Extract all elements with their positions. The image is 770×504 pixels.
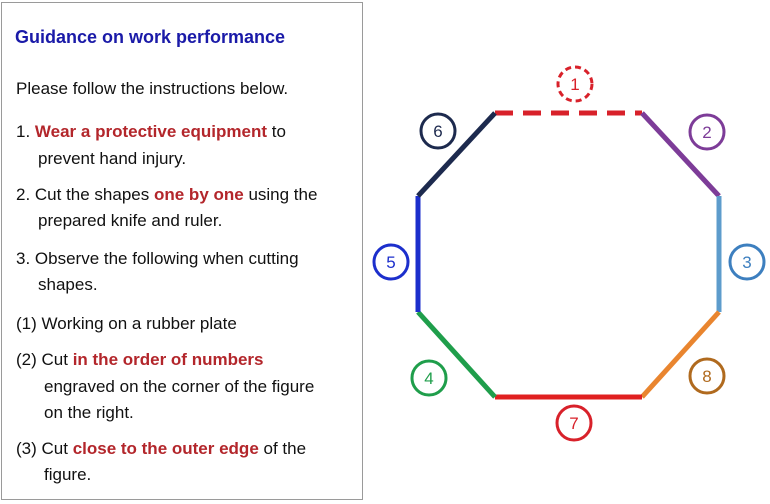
edge-4 <box>416 310 497 399</box>
edge-label-2: 2 <box>702 123 711 142</box>
sub-2-line-2: engraved on the corner of the figure <box>44 377 315 396</box>
edge-label-3: 3 <box>742 253 751 272</box>
sub-3-text-a: (3) Cut <box>16 439 73 458</box>
step-2-text-a: 2. Cut the shapes <box>16 185 154 204</box>
edge-label-8: 8 <box>702 367 711 386</box>
page-title: Guidance on work performance <box>15 27 286 47</box>
edge-6 <box>416 111 497 198</box>
sub-3-highlight: close to the outer edge <box>72 439 259 458</box>
edge-label-circle-1 <box>556 65 594 103</box>
sub-2-line-1: (2) Cut in the order of numbers <box>16 350 263 370</box>
step-2-line-2: prepared knife and ruler. <box>38 211 223 230</box>
step-3-line-1: 3. Observe the following when cutting <box>16 249 299 268</box>
step-3-line-2: shapes. <box>38 275 98 294</box>
step-1-line-2: prevent hand injury. <box>38 149 187 168</box>
sub-2-highlight: in the order of numbers <box>72 350 264 369</box>
edge-label-circle-4 <box>410 359 448 397</box>
step-1-number: 1. <box>16 122 35 141</box>
edge-label-5: 5 <box>386 253 395 272</box>
edge-label-circle-3 <box>728 243 766 281</box>
edge-label-7: 7 <box>569 414 578 433</box>
step-1-text: to <box>267 122 286 141</box>
step-2-highlight: one by one <box>153 185 244 204</box>
edge-8 <box>640 310 721 399</box>
sub-3-line-1: (3) Cut close to the outer edge of the <box>16 439 306 459</box>
edge-label-1: 1 <box>570 75 579 94</box>
instructions-panel: Guidance on work performance Please foll… <box>1 2 363 500</box>
edge-label-circle-8 <box>688 357 726 395</box>
sub-2-text-a: (2) Cut <box>16 350 73 369</box>
edge-label-6: 6 <box>433 122 442 141</box>
edge-label-circle-7 <box>555 404 593 442</box>
step-2-text-b: using the <box>243 185 318 204</box>
step-1-line-1: 1. Wear a protective equipment to <box>16 122 286 142</box>
edge-label-circle-2 <box>688 113 726 151</box>
edge-label-4: 4 <box>424 369 433 388</box>
step-1-highlight: Wear a protective equipment <box>34 122 267 141</box>
octagon-cutting-diagram: 1 2 3 8 7 4 5 6 <box>372 65 766 442</box>
step-2-line-1: 2. Cut the shapes one by one using the <box>16 185 317 205</box>
sub-2-line-3: on the right. <box>44 403 134 422</box>
edge-2 <box>640 111 721 198</box>
sub-3-line-2: figure. <box>44 465 92 484</box>
intro-text: Please follow the instructions below. <box>16 79 289 98</box>
sub-3-text-b: of the <box>258 439 307 458</box>
edge-label-circle-5 <box>372 243 410 281</box>
edge-label-circle-6 <box>419 112 457 150</box>
sub-1-line-1: (1) Working on a rubber plate <box>16 314 237 333</box>
